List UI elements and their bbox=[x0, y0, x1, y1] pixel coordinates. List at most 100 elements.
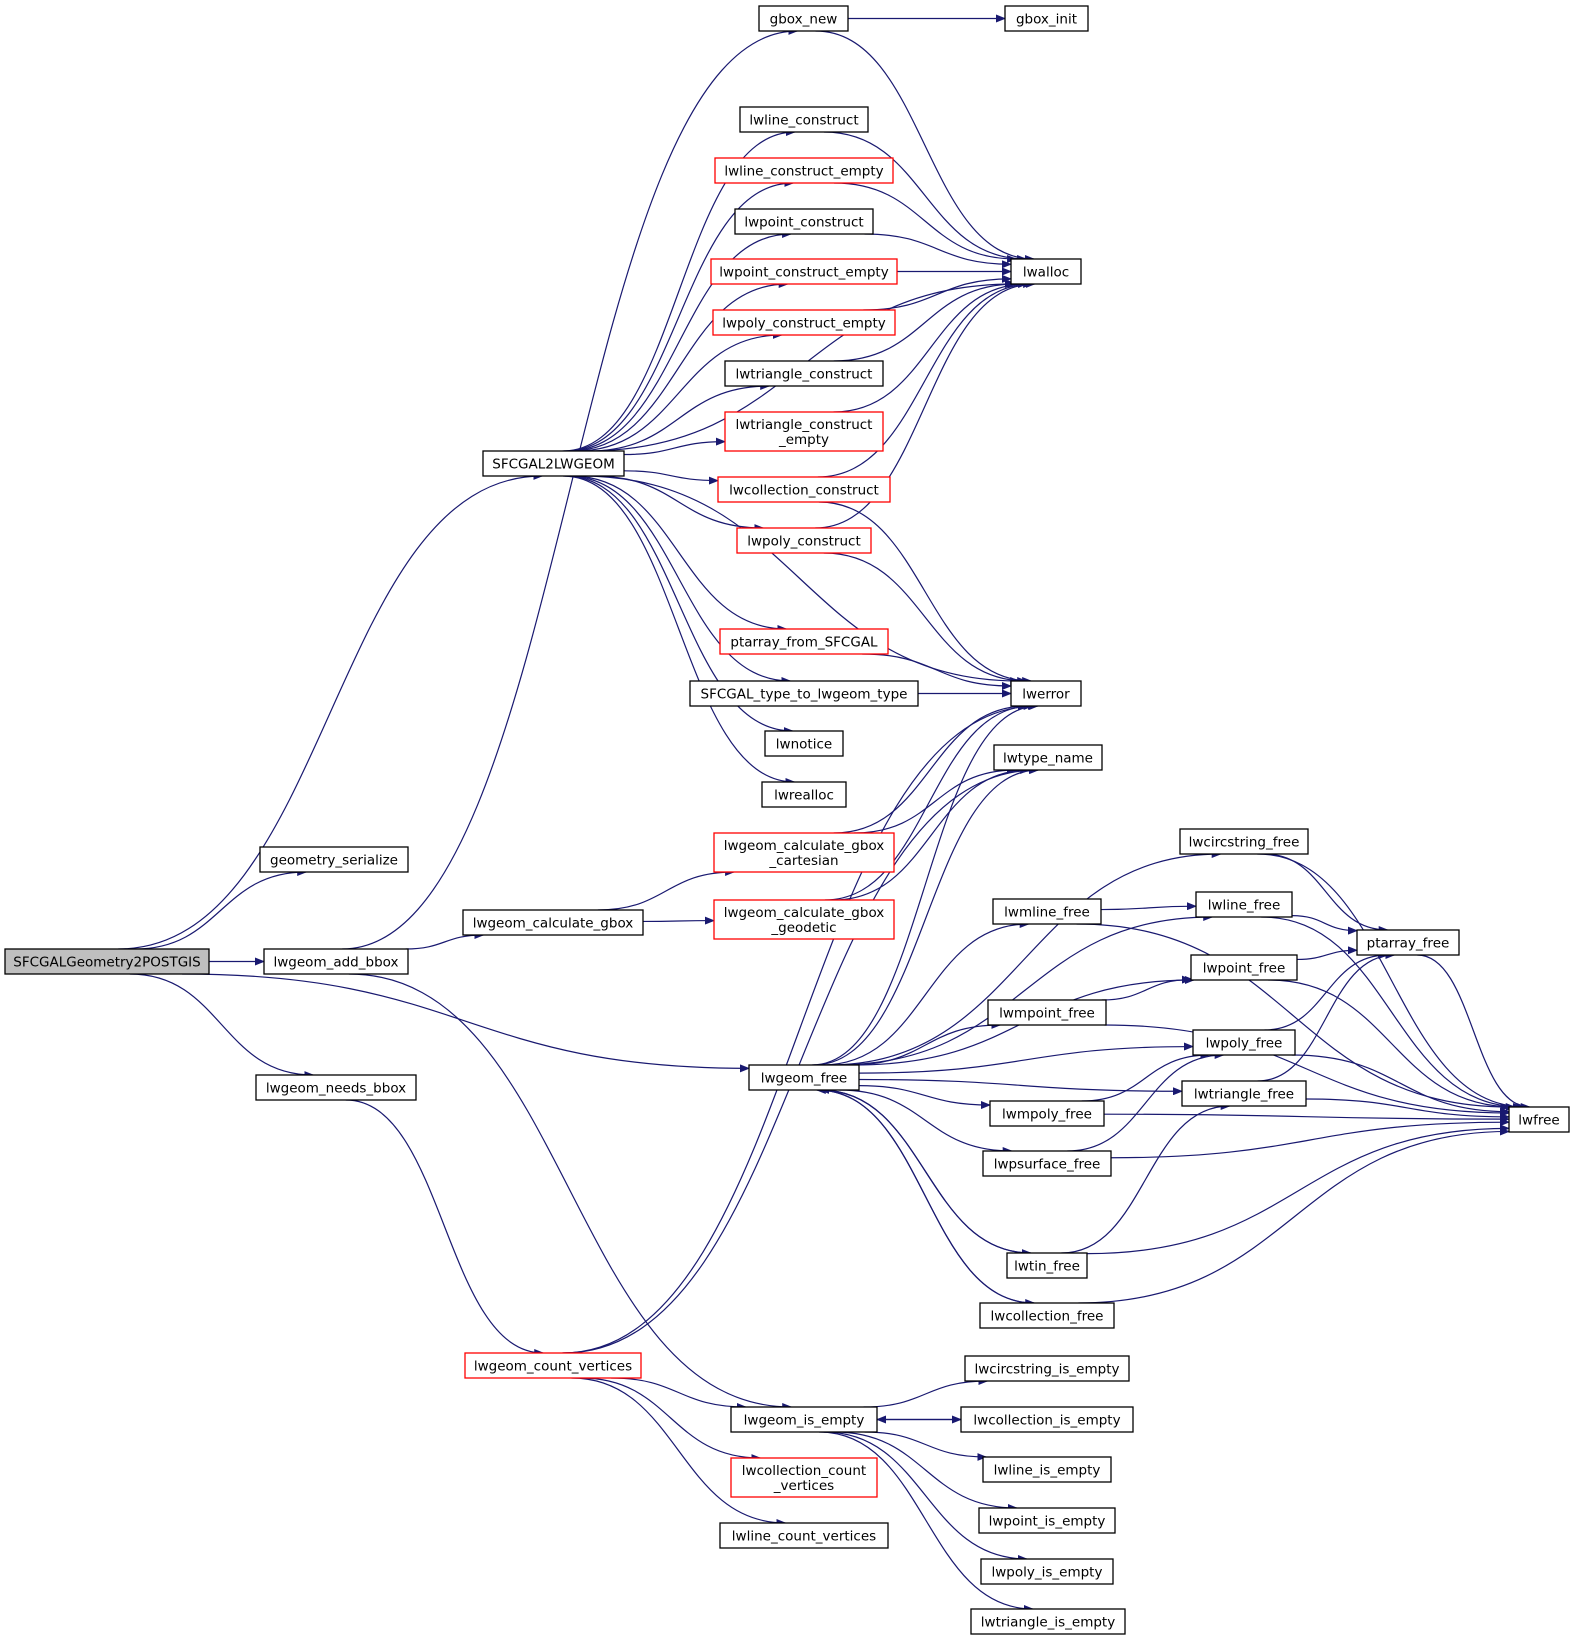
node-box bbox=[970, 1608, 1126, 1635]
node-lwgeom-calculate-gbox[interactable]: lwgeom_calculate_gbox bbox=[462, 909, 644, 936]
edge-lwline-free-to-ptarray-free bbox=[1291, 915, 1358, 935]
edge-lwtin-free-to-lwgeom-free bbox=[819, 1086, 1031, 1254]
node-lwpoly-construct[interactable]: lwpoly_construct bbox=[736, 527, 872, 554]
node-lwpoly-free[interactable]: lwpoly_free bbox=[1192, 1029, 1296, 1056]
node-lwtriangle-free[interactable]: lwtriangle_free bbox=[1181, 1080, 1307, 1107]
node-box bbox=[1010, 680, 1082, 707]
node-ptarray-free[interactable]: ptarray_free bbox=[1356, 929, 1460, 956]
node-label: lwgeom_add_bbox bbox=[274, 955, 399, 971]
node-lwcircstring-free[interactable]: lwcircstring_free bbox=[1179, 828, 1309, 855]
node-box bbox=[993, 744, 1103, 771]
node-lwmpoint-free[interactable]: lwmpoint_free bbox=[987, 999, 1107, 1026]
edge-lwgeom-free-to-lwpsurface-free bbox=[839, 1089, 1013, 1155]
node-lwpoly-is-empty[interactable]: lwpoly_is_empty bbox=[980, 1558, 1114, 1585]
node-lwgeom-calculate-gbox-cartesian[interactable]: lwgeom_calculate_gbox_cartesian bbox=[713, 832, 895, 873]
node-lwrealloc[interactable]: lwrealloc bbox=[761, 781, 847, 808]
edge-lwgeom-calculate-gbox-to-lwgeom-calculate-gbox-cartesian bbox=[597, 868, 736, 911]
node-lwpoly-construct-empty[interactable]: lwpoly_construct_empty bbox=[712, 309, 896, 336]
node-lwtriangle-construct-empty[interactable]: lwtriangle_construct_empty bbox=[724, 411, 884, 452]
node-lwtin-free[interactable]: lwtin_free bbox=[1006, 1252, 1088, 1279]
node-box bbox=[980, 1558, 1114, 1585]
edge-sfcgalgeometry2postgis-to-lwgeom-needs-bbox bbox=[129, 973, 315, 1079]
edge-lwmpoint-free-to-lwfree bbox=[1104, 1024, 1510, 1117]
node-lwline-free[interactable]: lwline_free bbox=[1195, 891, 1293, 918]
edge-sfcgal2lwgeom-to-lwline-construct-empty bbox=[564, 179, 795, 452]
edge-lwline-construct-empty-to-lwalloc bbox=[833, 182, 1018, 263]
node-lwmpoly-free[interactable]: lwmpoly_free bbox=[989, 1100, 1105, 1127]
edge-sfcgal2lwgeom-to-lwerror bbox=[580, 475, 1021, 685]
node-box bbox=[482, 450, 625, 477]
node-box bbox=[736, 527, 872, 554]
node-box bbox=[255, 1074, 417, 1101]
node-lwpoint-construct[interactable]: lwpoint_construct bbox=[734, 208, 874, 235]
node-lwcollection-count-vertices[interactable]: lwcollection_count_vertices bbox=[730, 1457, 878, 1498]
node-lwtriangle-construct[interactable]: lwtriangle_construct bbox=[724, 360, 884, 387]
node-label: lwline_is_empty bbox=[994, 1463, 1101, 1479]
node-lwpoint-is-empty[interactable]: lwpoint_is_empty bbox=[978, 1507, 1116, 1534]
node-box bbox=[730, 1457, 878, 1498]
node-box bbox=[1195, 891, 1293, 918]
node-sfcgal2lwgeom[interactable]: SFCGAL2LWGEOM bbox=[482, 450, 625, 477]
node-lwcircstring-is-empty[interactable]: lwcircstring_is_empty bbox=[964, 1355, 1130, 1382]
edge-lwgeom-add-bbox-to-gbox-new bbox=[342, 27, 799, 950]
node-gbox-init[interactable]: gbox_init bbox=[1004, 5, 1089, 32]
node-lwgeom-count-vertices[interactable]: lwgeom_count_vertices bbox=[464, 1352, 642, 1379]
edge-lwcollection-free-to-lwgeom-free bbox=[815, 1086, 1035, 1304]
edge-lwtriangle-free-to-ptarray-free bbox=[1257, 951, 1396, 1082]
node-lwpsurface-free[interactable]: lwpsurface_free bbox=[982, 1150, 1112, 1177]
node-lwgeom-needs-bbox[interactable]: lwgeom_needs_bbox bbox=[255, 1074, 417, 1101]
node-label: lwpsurface_free bbox=[994, 1157, 1101, 1173]
node-label: lwgeom_calculate_gbox bbox=[724, 838, 885, 854]
node-lwerror[interactable]: lwerror bbox=[1010, 680, 1082, 707]
edge-lwgeom-calculate-gbox-to-lwgeom-calculate-gbox-geodetic bbox=[642, 916, 715, 925]
node-box bbox=[714, 157, 894, 184]
node-lwmline-free[interactable]: lwmline_free bbox=[992, 898, 1102, 925]
node-box bbox=[1508, 1106, 1570, 1133]
node-lwline-construct-empty[interactable]: lwline_construct_empty bbox=[714, 157, 894, 184]
edge-lwgeom-free-to-lwcircstring-free bbox=[827, 850, 1222, 1066]
node-lwnotice[interactable]: lwnotice bbox=[764, 730, 844, 757]
node-box bbox=[1006, 1252, 1088, 1279]
edge-lwtriangle-free-to-lwfree bbox=[1305, 1098, 1510, 1121]
edge-lwgeom-free-to-lwtype-name bbox=[813, 766, 1040, 1066]
node-lwtype-name[interactable]: lwtype_name bbox=[993, 744, 1103, 771]
node-lwgeom-add-bbox[interactable]: lwgeom_add_bbox bbox=[263, 948, 409, 975]
edge-lwgeom-free-to-lwline-free bbox=[835, 913, 1214, 1066]
node-lwalloc[interactable]: lwalloc bbox=[1010, 258, 1082, 285]
node-box bbox=[987, 999, 1107, 1026]
node-lwcollection-construct[interactable]: lwcollection_construct bbox=[717, 476, 891, 503]
node-ptarray-from-sfcgal[interactable]: ptarray_from_SFCGAL bbox=[719, 628, 889, 655]
node-label: lwpoint_free bbox=[1203, 961, 1286, 977]
edge-sfcgalgeometry2postgis-to-sfcgal2lwgeom bbox=[118, 472, 544, 950]
node-lwpoint-free[interactable]: lwpoint_free bbox=[1190, 954, 1298, 981]
node-label: lwgeom_free bbox=[761, 1071, 847, 1087]
node-label: gbox_init bbox=[1016, 12, 1077, 28]
node-gbox-new[interactable]: gbox_new bbox=[758, 5, 849, 32]
node-label: lwline_count_vertices bbox=[732, 1529, 876, 1545]
edge-lwgeom-count-vertices-to-lwerror bbox=[562, 702, 1038, 1354]
node-geometry-serialize[interactable]: geometry_serialize bbox=[259, 846, 409, 873]
node-label: lwgeom_count_vertices bbox=[474, 1359, 632, 1375]
node-lwpoint-construct-empty[interactable]: lwpoint_construct_empty bbox=[710, 258, 898, 285]
node-lwfree[interactable]: lwfree bbox=[1508, 1106, 1570, 1133]
node-label: lwtype_name bbox=[1003, 751, 1093, 767]
node-box bbox=[982, 1456, 1112, 1483]
node-lwline-is-empty[interactable]: lwline_is_empty bbox=[982, 1456, 1112, 1483]
node-lwgeom-is-empty[interactable]: lwgeom_is_empty bbox=[730, 1406, 878, 1433]
node-label: SFCGAL_type_to_lwgeom_type bbox=[701, 687, 908, 703]
node-label: _empty bbox=[778, 432, 829, 448]
node-lwtriangle-is-empty[interactable]: lwtriangle_is_empty bbox=[970, 1608, 1126, 1635]
node-lwcollection-is-empty[interactable]: lwcollection_is_empty bbox=[960, 1406, 1134, 1433]
node-lwcollection-free[interactable]: lwcollection_free bbox=[979, 1302, 1115, 1329]
node-box bbox=[761, 781, 847, 808]
node-box bbox=[719, 1522, 889, 1549]
node-sfcgal-type-to-lwgeom-type[interactable]: SFCGAL_type_to_lwgeom_type bbox=[689, 680, 919, 707]
edge-lwmline-free-to-lwline-free bbox=[1100, 902, 1197, 911]
node-lwgeom-free[interactable]: lwgeom_free bbox=[748, 1064, 860, 1091]
node-label: lwgeom_needs_bbox bbox=[266, 1081, 406, 1097]
node-lwgeom-calculate-gbox-geodetic[interactable]: lwgeom_calculate_gbox_geodetic bbox=[713, 899, 895, 940]
node-lwline-count-vertices[interactable]: lwline_count_vertices bbox=[719, 1522, 889, 1549]
node-lwline-construct[interactable]: lwline_construct bbox=[739, 106, 869, 133]
edge-lwcollection-free-to-lwfree bbox=[1078, 1127, 1510, 1304]
